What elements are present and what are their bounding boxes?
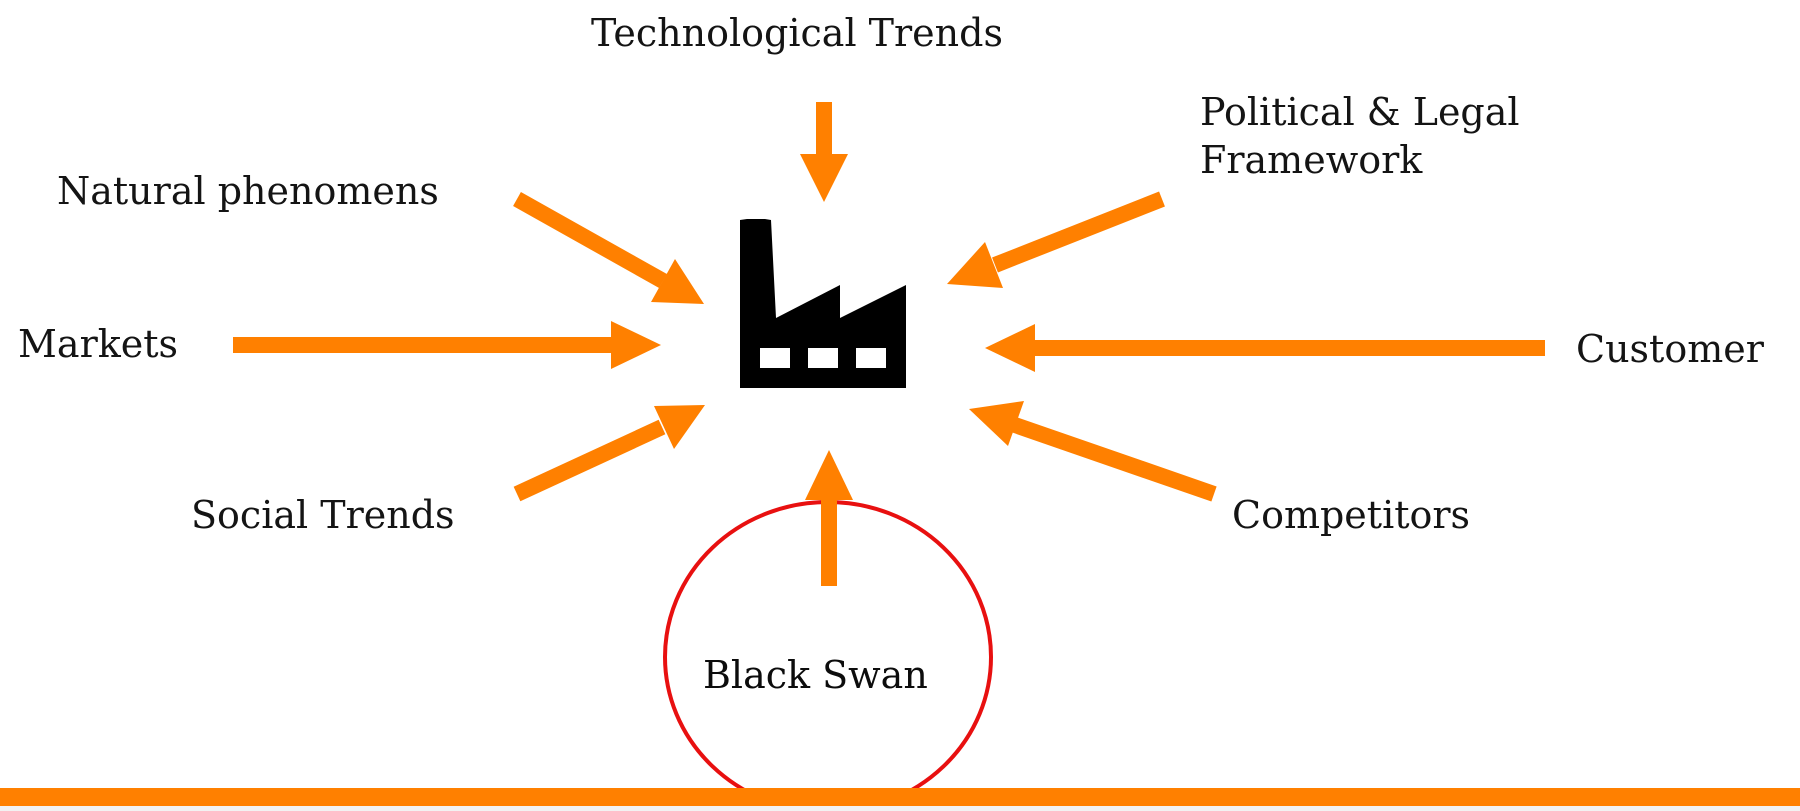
factory-icon bbox=[740, 219, 906, 388]
label-customer: Customer bbox=[1576, 327, 1764, 371]
arrow-technological bbox=[800, 102, 848, 202]
arrow-natural bbox=[513, 192, 704, 304]
arrow-markets bbox=[233, 321, 661, 369]
label-natural-phenomens: Natural phenomens bbox=[57, 169, 439, 213]
label-social-trends: Social Trends bbox=[191, 493, 455, 537]
label-black-swan: Black Swan bbox=[703, 653, 928, 697]
bottom-strip bbox=[0, 806, 1800, 811]
arrow-customer bbox=[985, 324, 1545, 372]
label-competitors: Competitors bbox=[1232, 493, 1471, 537]
bottom-accent-bar bbox=[0, 788, 1800, 811]
arrow-competitors bbox=[969, 401, 1217, 502]
label-political-legal-line1: Political & Legal bbox=[1200, 90, 1520, 134]
arrow-black-swan bbox=[805, 450, 853, 586]
label-markets: Markets bbox=[18, 322, 179, 366]
arrow-political bbox=[947, 191, 1165, 288]
label-technological-trends: Technological Trends bbox=[591, 11, 1003, 55]
arrow-social bbox=[513, 405, 705, 502]
label-political-legal-line2: Framework bbox=[1200, 138, 1423, 182]
